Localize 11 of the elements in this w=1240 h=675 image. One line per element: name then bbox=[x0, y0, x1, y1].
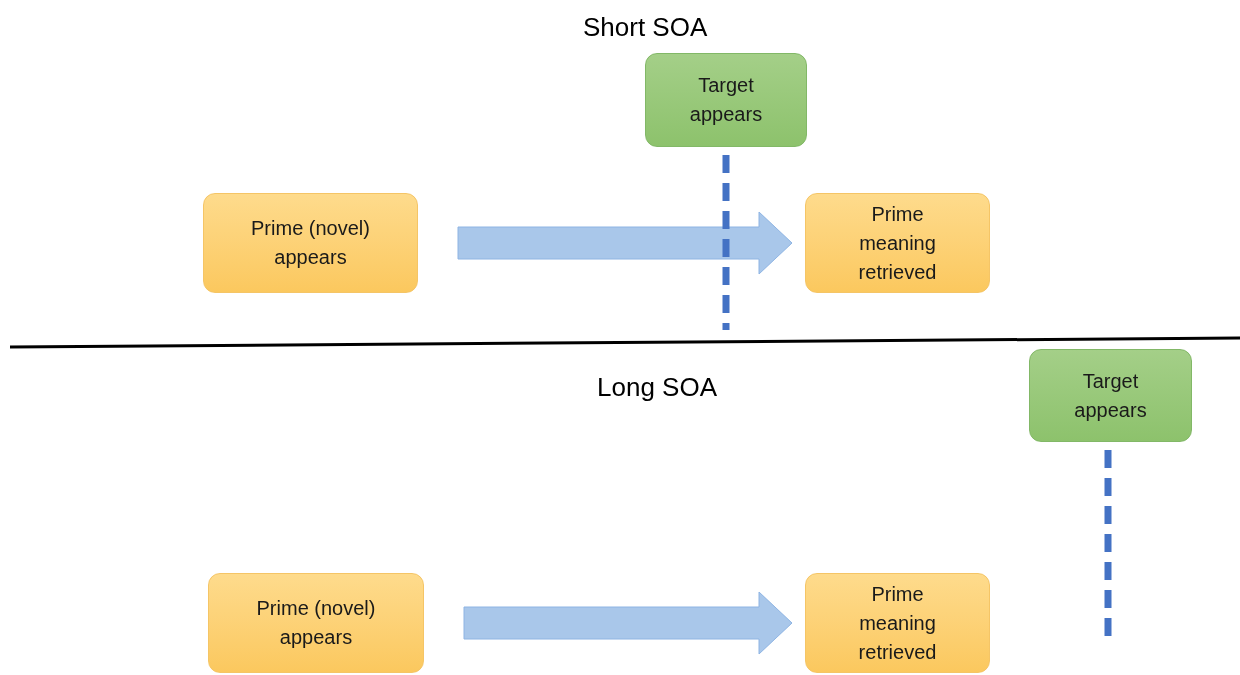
dashed-timing-line bbox=[722, 155, 730, 330]
block-arrow bbox=[457, 211, 793, 275]
section-heading: Long SOA bbox=[597, 371, 717, 404]
block-arrow bbox=[463, 591, 793, 655]
prime-event-box: Prime (novel) appears bbox=[208, 573, 424, 673]
target-event-box: Target appears bbox=[645, 53, 807, 147]
target-event-box: Target appears bbox=[1029, 349, 1192, 442]
prime-event-box: Prime meaning retrieved bbox=[805, 193, 990, 293]
prime-event-box: Prime meaning retrieved bbox=[805, 573, 990, 673]
section-heading: Short SOA bbox=[583, 11, 708, 44]
prime-event-box: Prime (novel) appears bbox=[203, 193, 418, 293]
